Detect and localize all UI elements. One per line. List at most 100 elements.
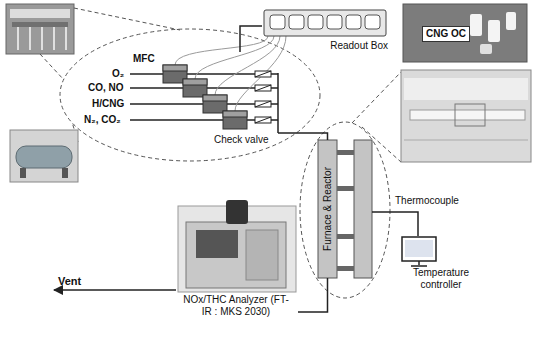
readout-box-panel [308, 15, 323, 29]
check-valve-symbol [255, 71, 271, 123]
furnace-outline [300, 122, 390, 298]
pipe-connector [240, 26, 262, 52]
furnace-photo [410, 110, 525, 120]
component-label: Readout Box [330, 40, 388, 52]
pipe-connector [372, 212, 418, 236]
furnace-bar [337, 266, 354, 271]
readout-box-panel [365, 15, 380, 29]
analyzer-photo [196, 230, 238, 258]
mfc-signal-wire [235, 36, 286, 111]
cng-oc-photo [506, 12, 516, 30]
mfc-photo [10, 9, 70, 18]
component-label: Temperature controller [396, 267, 486, 291]
vent-arrow [54, 290, 176, 291]
check-valve-symbol [255, 71, 271, 77]
analyzer-photo [178, 200, 296, 292]
mfc-signal-wire [195, 36, 274, 79]
mfc-unit [163, 65, 187, 71]
mfc-photo [12, 22, 68, 27]
furnace-bar [354, 140, 372, 278]
mfc-signal-wire [175, 36, 286, 111]
manifold-outline [60, 29, 320, 161]
gas-tank-photo [16, 146, 72, 168]
cng-oc-photo [488, 20, 500, 42]
furnace-bar [337, 150, 354, 155]
furnace-photo [404, 140, 528, 141]
gas-line [277, 73, 279, 133]
analyzer-photo [246, 230, 278, 280]
analyzer: NOx/THC Analyzer (FT-IR : MKS 2030) [174, 196, 298, 332]
manifold-outline [60, 29, 320, 161]
mfc-group: MFC [130, 52, 290, 148]
outlet-label: Vent [58, 275, 81, 288]
gas-line [130, 73, 290, 133]
mfc-unit [223, 111, 247, 117]
furnace-photo [401, 70, 531, 162]
furnace-photo [455, 104, 485, 126]
mfc-unit [163, 65, 247, 129]
readout-box: Readout Box [262, 6, 392, 53]
gas-label: H/CNG [92, 98, 124, 110]
gas-tank-photo [10, 130, 78, 182]
cng-oc-photo [470, 14, 482, 36]
mfc-signal-wire [215, 36, 280, 95]
zoom-dash-line [40, 54, 64, 80]
check-valve-symbol [255, 117, 271, 123]
gas-tank-photo [10, 130, 78, 182]
gas-tank-photo [20, 168, 26, 178]
mfc-unit [223, 111, 247, 129]
furnace-bar [318, 140, 372, 278]
mfc-photo [53, 27, 55, 50]
check-valve-symbol [255, 71, 271, 77]
gas-label: N₂, CO₂ [84, 114, 121, 126]
monitor-icon [418, 261, 420, 265]
mfc-unit [203, 95, 227, 101]
check-valve-symbol [255, 85, 271, 91]
component-label: MFC [133, 53, 155, 65]
monitor-icon [405, 240, 433, 257]
check-valve-symbol [255, 101, 271, 107]
check-valve-symbol [255, 85, 271, 91]
component-label: NOx/THC Analyzer (FT-IR : MKS 2030) [181, 294, 291, 318]
cng-oc-photo [403, 4, 527, 62]
zoom-dash-line [352, 72, 401, 123]
component-label: Furnace & Reactor [322, 167, 334, 251]
edge-label: Thermocouple [394, 195, 460, 207]
furnace-photo [404, 78, 528, 100]
zoom-dash-line [40, 8, 401, 162]
check-valve-symbol [255, 117, 271, 123]
readout-box-panel [346, 15, 361, 29]
readout-box-panel [289, 15, 304, 29]
gas-label: O₂ [112, 68, 124, 80]
gas-line [278, 132, 290, 134]
vent-arrow [54, 289, 176, 291]
monitor-icon [411, 265, 427, 267]
analyzer-photo [186, 222, 286, 288]
furnace-bar [337, 186, 354, 191]
monitor-icon [402, 237, 436, 266]
mfc-photo [65, 27, 67, 50]
mfc-photo [6, 4, 74, 54]
monitor-icon [402, 237, 436, 261]
part-label: Check valve [214, 134, 268, 146]
gas-label: CO, NO [88, 82, 124, 94]
cng-oc-photo [480, 44, 492, 54]
analyzer-photo [226, 200, 248, 224]
mfc-photo [41, 27, 43, 50]
pipe-connector [298, 278, 328, 312]
readout-box-panel [327, 15, 342, 29]
mfc-unit [183, 79, 207, 97]
readout-box-panel [264, 10, 386, 36]
furnace-photo [401, 70, 531, 162]
check-valve-symbol [255, 101, 271, 107]
pipe-connector [290, 133, 328, 140]
furnace-bar [318, 140, 337, 278]
mfc-unit [183, 79, 207, 85]
photo-label: CNG OC [422, 26, 470, 42]
furnace-reactor: Furnace & Reactor [318, 140, 372, 278]
mfc-photo [6, 4, 74, 54]
mfc-photo [17, 27, 19, 50]
furnace-outline [300, 122, 390, 298]
readout-box-panel [264, 10, 386, 36]
furnace-bar [337, 234, 354, 239]
